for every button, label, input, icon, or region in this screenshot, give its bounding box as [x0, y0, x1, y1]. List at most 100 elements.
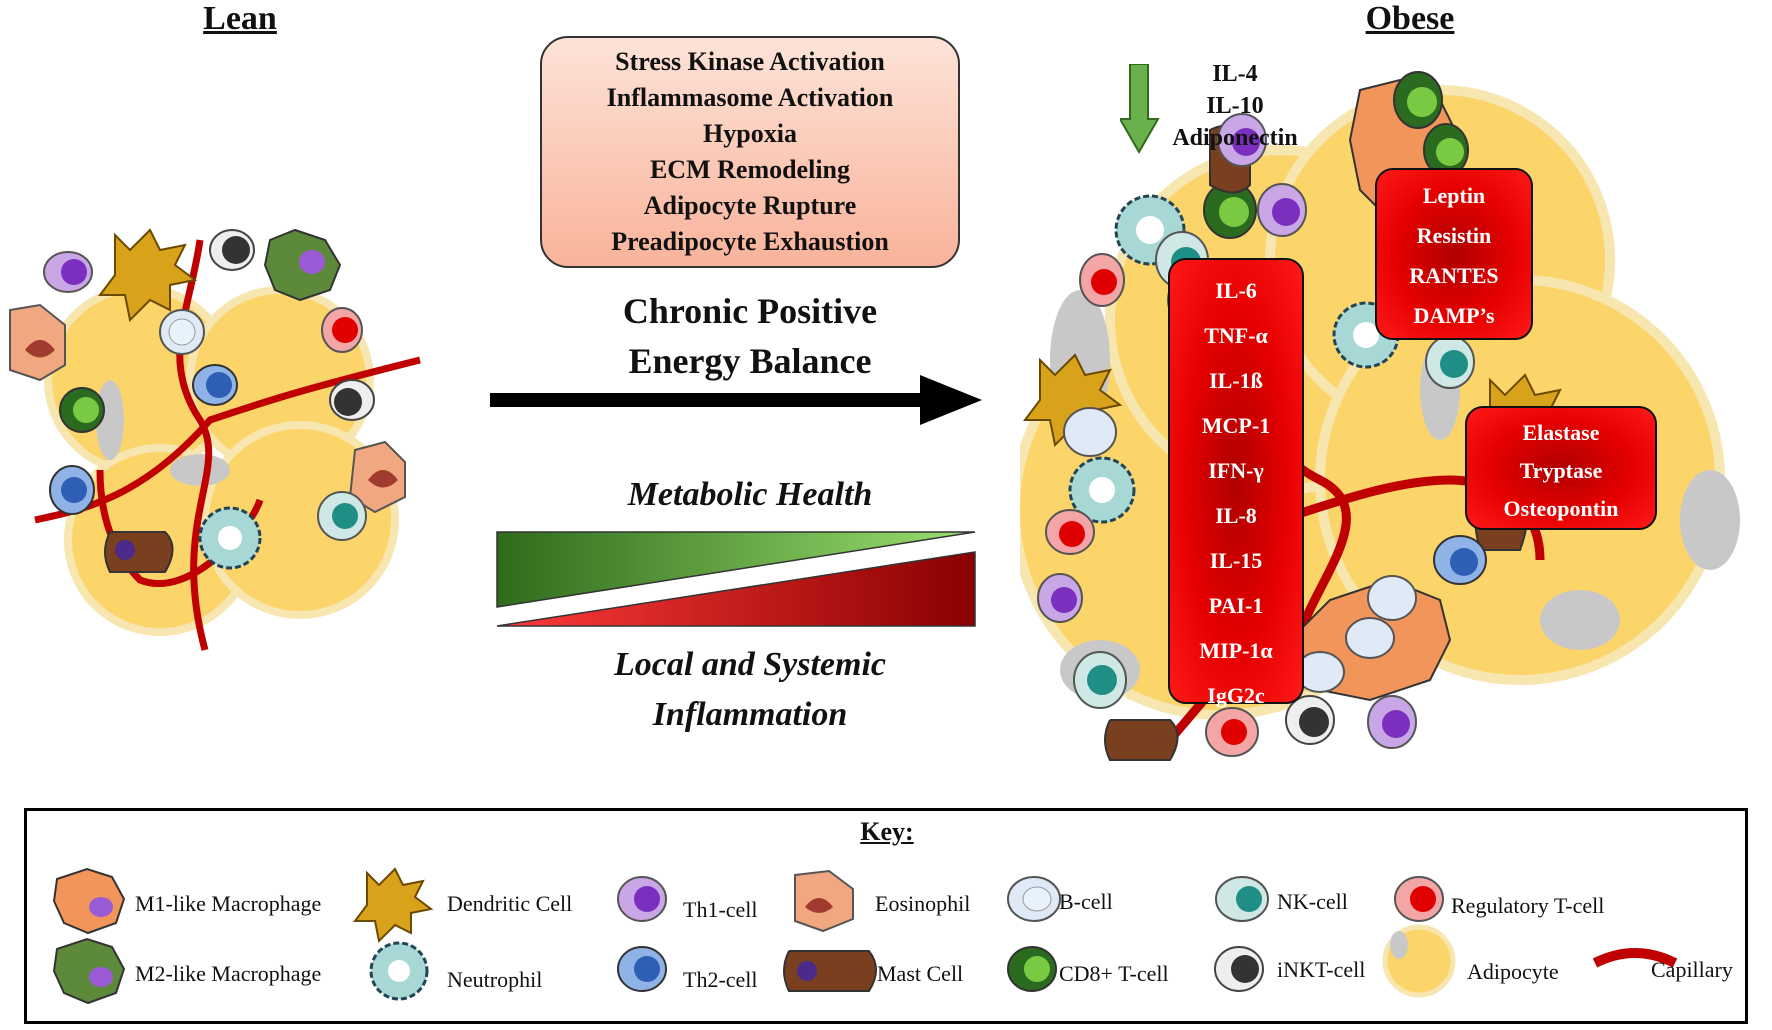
- m2-macrophage-icon: [52, 937, 126, 1005]
- cytokine: MIP-1α: [1199, 638, 1273, 663]
- cytokine: TNF-α: [1204, 323, 1268, 348]
- cytokine-box-tall: IL-6 TNF-α IL-1ß MCP-1 IFN-γ IL-8 IL-15 …: [1168, 258, 1304, 708]
- right-arrow-icon: [490, 375, 982, 425]
- regulatory-t-cell-icon-2: [1045, 509, 1095, 555]
- enzyme: Osteopontin: [1503, 496, 1619, 521]
- metabolic-health-wedge: [496, 531, 976, 608]
- key-label: M1-like Macrophage: [135, 891, 322, 916]
- stress-factors-box: Stress Kinase Activation Inflammasome Ac…: [540, 36, 960, 268]
- inflammation-label: Local and Systemic Inflammation: [520, 640, 980, 740]
- th1-cell-icon: [617, 876, 667, 922]
- cytokine: IL-15: [1209, 548, 1263, 573]
- th1-cell-icon-4: [1217, 113, 1267, 167]
- th2-cell-icon: [1433, 535, 1487, 585]
- stress-factor: Inflammasome Activation: [606, 83, 894, 112]
- th1-cell-icon-2: [1037, 573, 1083, 623]
- decreased-factors: IL-4 IL-10 Adiponectin: [1160, 58, 1310, 154]
- adipokine: DAMP’s: [1413, 303, 1495, 328]
- adipocyte-icon: [1382, 924, 1456, 998]
- enzyme: Tryptase: [1519, 458, 1603, 483]
- cytokine: IFN-γ: [1208, 458, 1264, 483]
- b-cell-icon-3: [1367, 575, 1417, 621]
- inkt-cell-icon: [209, 229, 255, 271]
- key-label: Regulatory T-cell: [1451, 893, 1605, 918]
- key-label: Dendritic Cell: [447, 891, 573, 916]
- key-label: B-cell: [1059, 889, 1113, 914]
- th1-cell-icon: [43, 251, 93, 293]
- stress-factor: Adipocyte Rupture: [643, 191, 857, 220]
- inflammation-wedge: [496, 551, 976, 627]
- cytokine: PAI-1: [1208, 593, 1264, 618]
- obese-tissue-illustration: [1020, 71, 1740, 761]
- key-label: Neutrophil: [447, 967, 543, 992]
- eosinophil-icon: [9, 303, 66, 382]
- cytokine: IgG2c: [1207, 683, 1265, 708]
- key-label: Eosinophil: [875, 891, 971, 916]
- stress-factor: Hypoxia: [703, 119, 797, 148]
- enzyme-box: Elastase Tryptase Osteopontin: [1465, 406, 1657, 530]
- key-label: Th1-cell: [683, 897, 758, 922]
- health-inflammation-wedges: [496, 531, 976, 627]
- nk-cell-icon: [317, 491, 367, 541]
- mast-cell-icon: [104, 531, 174, 573]
- metabolic-health-label: Metabolic Health: [627, 476, 873, 513]
- cytokine: IL-8: [1215, 503, 1257, 528]
- regulatory-t-cell-icon: [1394, 876, 1444, 922]
- key-label: M2-like Macrophage: [135, 961, 322, 986]
- cd8-t-cell-icon: [1007, 946, 1057, 992]
- key-icons: [52, 867, 1678, 1005]
- lean-immune-cells: [9, 228, 406, 573]
- key-label: Th2-cell: [683, 967, 758, 992]
- mast-cell-icon: [1104, 719, 1179, 761]
- obese-title: Obese: [1365, 0, 1455, 37]
- stress-factor: Preadipocyte Exhaustion: [611, 227, 889, 256]
- decreased-factor: IL-4: [1212, 61, 1258, 87]
- inkt-cell-icon-2: [329, 379, 375, 421]
- inkt-cell-icon: [1214, 946, 1264, 992]
- arrow-label: Chronic Positive Energy Balance: [520, 286, 980, 386]
- key-label: NK-cell: [1277, 889, 1348, 914]
- decreased-factor: Adiponectin: [1172, 125, 1298, 151]
- inkt-cell-icon: [1285, 695, 1335, 745]
- key-legend: Key: M1-like Macrophage Dendritic Cell T…: [24, 808, 1748, 1024]
- decreased-factor: IL-10: [1206, 93, 1264, 119]
- nk-cell-icon: [1215, 876, 1269, 922]
- key-title: Key:: [860, 817, 914, 846]
- th2-cell-icon: [617, 946, 667, 992]
- regulatory-t-cell-icon-3: [1205, 707, 1259, 757]
- key-label: CD8+ T-cell: [1059, 961, 1169, 986]
- m2-macrophage-icon: [263, 228, 342, 302]
- lean-title: Lean: [203, 0, 277, 37]
- neutrophil-icon-2: [1068, 456, 1136, 524]
- m1-macrophage-icon: [52, 867, 126, 935]
- dendritic-cell-icon: [98, 228, 198, 323]
- eosinophil-icon: [794, 869, 854, 933]
- enzyme: Elastase: [1522, 420, 1600, 445]
- b-cell-icon-4: [1345, 617, 1395, 659]
- adipokine: Resistin: [1416, 223, 1492, 248]
- down-arrow-icon: [1120, 64, 1160, 154]
- th2-cell-icon: [192, 364, 238, 406]
- arrow-label-line2: Energy Balance: [628, 341, 872, 381]
- th1-cell-icon: [1257, 183, 1307, 237]
- adipokine: Leptin: [1422, 183, 1486, 208]
- cd8-t-cell-icon-2: [1393, 71, 1443, 129]
- lean-tissue-illustration: [9, 228, 421, 651]
- stress-factor: ECM Remodeling: [649, 155, 851, 184]
- mast-cell-icon: [783, 950, 877, 992]
- nk-cell-icon: [1073, 651, 1127, 709]
- cd8-t-cell-icon: [1203, 181, 1257, 239]
- stress-factor: Stress Kinase Activation: [615, 47, 885, 76]
- cytokine: IL-6: [1215, 278, 1257, 303]
- arrow-label-line1: Chronic Positive: [622, 291, 878, 331]
- neutrophil-icon: [198, 506, 262, 570]
- neutrophil-icon: [369, 941, 429, 1001]
- nk-cell-icon-4: [1425, 335, 1475, 389]
- inflammation-line1: Local and Systemic: [614, 646, 886, 683]
- capillary-icon: [1592, 948, 1678, 968]
- b-cell-icon: [1063, 407, 1117, 457]
- regulatory-t-cell-icon: [321, 307, 363, 353]
- key-label: iNKT-cell: [1277, 957, 1366, 982]
- b-cell-icon: [159, 309, 205, 355]
- cytokine: MCP-1: [1201, 413, 1271, 438]
